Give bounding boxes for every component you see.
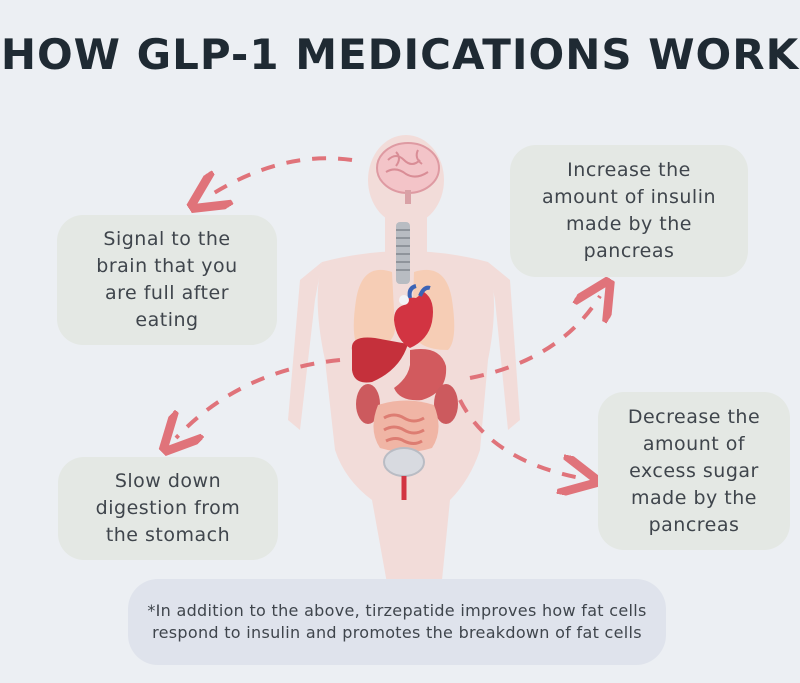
sugar-line: pancreas (648, 513, 740, 536)
arrow-to-digestion-box (176, 358, 341, 438)
human-body-icon (288, 135, 520, 600)
sugar-line: amount of (642, 432, 746, 455)
bladder-icon (383, 447, 425, 500)
insulin-line: Increase the (567, 159, 691, 181)
stomach-icon (394, 349, 447, 401)
liver-icon (351, 337, 408, 383)
note-line: improves how fat cells respond to insuli… (152, 601, 647, 642)
sugar-box: Decrease the amount of excess sugar made… (598, 392, 790, 550)
digestion-box: Slow down digestion from the stomach (58, 457, 278, 560)
brain-signal-line: Signal to the (103, 228, 231, 250)
arrow-to-brain-box (206, 156, 353, 198)
insulin-line: made by the (566, 213, 692, 235)
trachea-icon (396, 222, 410, 284)
page-title: HOW GLP-1 MEDICATIONS WORK (0, 30, 800, 79)
brain-signal-line: brain that you (96, 255, 238, 277)
heart-icon (394, 284, 433, 348)
digestion-line: the stomach (105, 524, 231, 546)
brain-signal-box: Signal to the brain that you are full af… (57, 215, 277, 345)
sugar-line: made by the (631, 486, 757, 509)
brain-signal-line: are full after (104, 282, 230, 304)
intestine-icon (373, 400, 439, 452)
arrow-to-insulin-box (469, 296, 600, 380)
insulin-box: Increase the amount of insulin made by t… (510, 145, 748, 277)
brain-icon (376, 142, 440, 204)
brain-signal-line: eating (135, 309, 199, 331)
insulin-line: pancreas (583, 240, 675, 262)
insulin-line: amount of insulin (541, 186, 717, 208)
digestion-line: digestion from (95, 497, 241, 519)
sugar-line: excess sugar (629, 459, 759, 482)
note-line: promotes the breakdown of fat cells (342, 623, 642, 642)
kidney-icon (356, 384, 458, 424)
sugar-line: Decrease the (627, 405, 761, 428)
note-line: *In addition to the above, tirzepatide (147, 601, 455, 620)
digestion-line: Slow down (114, 470, 222, 492)
tirzepatide-note: *In addition to the above, tirzepatide i… (128, 579, 666, 665)
